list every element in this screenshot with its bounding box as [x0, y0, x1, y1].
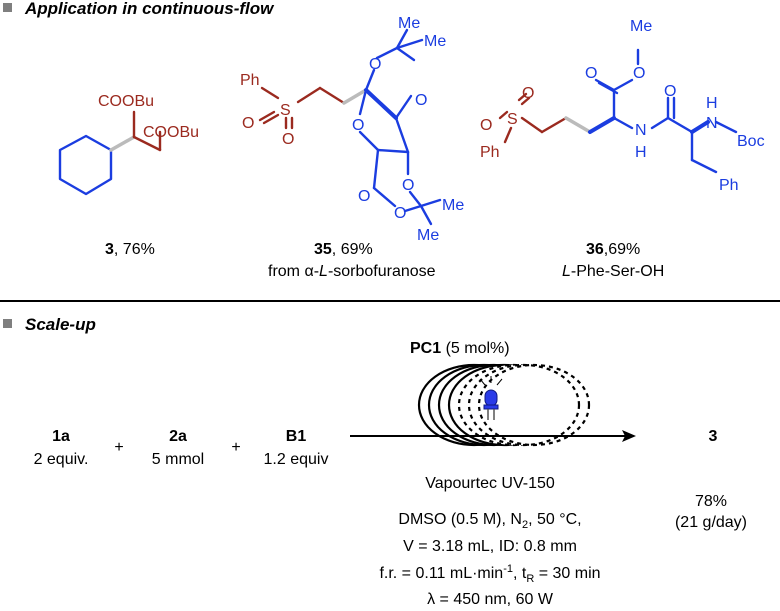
c35-ring-o3: O — [352, 117, 364, 134]
c35-ring-o4: O — [402, 177, 414, 194]
reagent-1a-id: 1a — [52, 428, 70, 445]
c35-ph: Ph — [240, 72, 260, 89]
condition-line-2: V = 3.18 mL, ID: 0.8 mm — [403, 538, 577, 555]
c35-ring-o6: O — [394, 205, 406, 222]
product-rate: (21 g/day) — [675, 514, 747, 531]
product-id: 3 — [709, 428, 718, 445]
reagent-b1-amount: 1.2 equiv — [264, 451, 329, 468]
ester-label-2: COOBu — [143, 124, 199, 141]
condition-line-3: f.r. = 0.11 mL·min-1, tR = 30 min — [379, 563, 600, 585]
coil-reactor-icon — [417, 363, 591, 447]
c35-ring-o1: O — [369, 56, 381, 73]
compound-35-caption: 35, 69% — [314, 241, 373, 258]
compound-3-structure — [58, 110, 162, 196]
section-bullet-scaleup — [3, 319, 12, 328]
c36-o-s1: O — [480, 117, 492, 134]
compound-35-source: from α-L-sorbofuranose — [268, 263, 436, 280]
c36-n1: N — [635, 122, 647, 139]
new-bond — [109, 135, 136, 152]
c36-o-s2: O — [522, 85, 534, 102]
c35-me3: Me — [442, 197, 464, 214]
reagent-2a-id: 2a — [169, 428, 187, 445]
section-bullet-application — [3, 3, 12, 12]
reactor-name: Vapourtec UV-150 — [425, 475, 555, 492]
ester-label-1: COOBu — [98, 93, 154, 110]
compound-3-caption: 3, 76% — [105, 241, 155, 258]
condition-line-1: DMSO (0.5 M), N2, 50 °C, — [398, 511, 581, 531]
c36-o-ester: O — [633, 65, 645, 82]
c36-n2: N — [706, 115, 718, 132]
reagent-1a-amount: 2 equiv. — [34, 451, 89, 468]
reagent-b1-id: B1 — [286, 428, 307, 445]
c36-o-amide: O — [664, 83, 676, 100]
c35-me1: Me — [398, 15, 420, 32]
c36-boc: Boc — [737, 133, 765, 150]
plus-sign-2: + — [231, 439, 240, 456]
reagent-2a-amount: 5 mmol — [152, 451, 204, 468]
compound-36-structure — [498, 48, 738, 174]
c36-s: S — [507, 111, 518, 128]
c35-me4: Me — [417, 227, 439, 244]
reaction-arrowhead — [622, 430, 636, 442]
compound-35-structure — [258, 28, 442, 226]
c36-h2: H — [706, 95, 718, 112]
led-lamp-icon — [479, 376, 503, 420]
c35-s: S — [280, 102, 291, 119]
c35-ring-o5: O — [358, 188, 370, 205]
c35-o1: O — [242, 115, 254, 132]
compound-36-caption: 36,69% — [586, 241, 640, 258]
c36-me: Me — [630, 18, 652, 35]
c36-o-carbonyl: O — [585, 65, 597, 82]
c36-h1: H — [635, 144, 647, 161]
c36-ph2: Ph — [719, 177, 739, 194]
section-title-scaleup: Scale-up — [25, 315, 96, 334]
c35-o2: O — [282, 131, 294, 148]
cyclohexane-ring — [58, 134, 113, 196]
catalyst-label: PC1 (5 mol%) — [410, 340, 510, 357]
plus-sign-1: + — [114, 439, 123, 456]
product-yield: 78% — [695, 493, 727, 510]
c36-ph1: Ph — [480, 144, 500, 161]
c35-me2: Me — [424, 33, 446, 50]
compound-36-source: L-Phe-Ser-OH — [562, 263, 664, 280]
section-title-application: Application in continuous-flow — [24, 0, 275, 18]
condition-line-4: λ = 450 nm, 60 W — [427, 591, 554, 608]
c35-ring-o2: O — [415, 92, 427, 109]
